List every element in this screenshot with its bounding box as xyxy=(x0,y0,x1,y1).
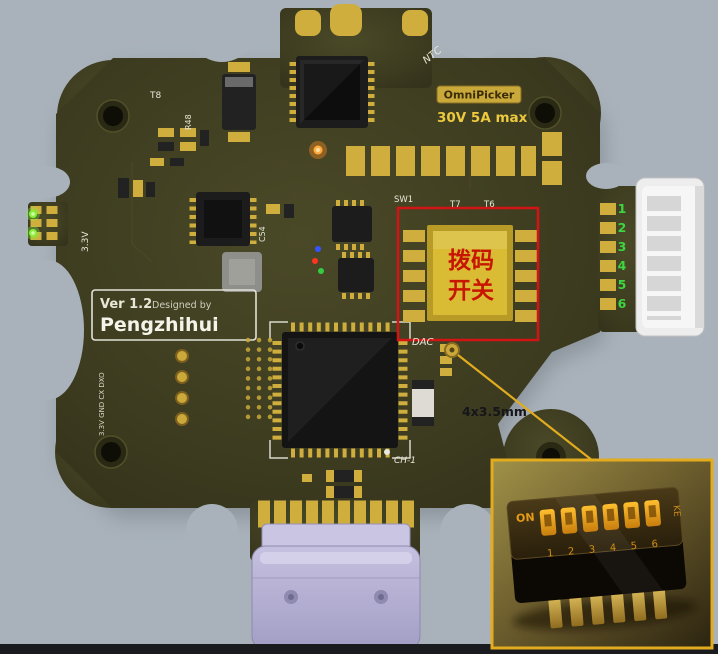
usbc-connector xyxy=(251,523,421,651)
mcu-chip xyxy=(269,321,411,459)
dip-pin-numbers: 1 2 3 4 5 6 xyxy=(547,539,659,560)
silkscreen-dot xyxy=(384,449,390,455)
main-ic xyxy=(289,56,375,128)
rail-3v3-label: 3.3V xyxy=(81,231,91,252)
qfn-small-1 xyxy=(332,200,372,250)
board-edge-notches xyxy=(12,0,626,560)
callout-line xyxy=(457,354,603,469)
dip-switch-cover: 拨码 开关 xyxy=(427,225,513,321)
dimension-note: 4x3.5mm xyxy=(462,404,527,419)
dip-number-6: 6 xyxy=(651,539,658,551)
designer-label: Pengzhihui xyxy=(100,314,219,336)
ref-r48: R48 xyxy=(184,114,193,130)
version-label: Ver 1.2 xyxy=(100,297,152,312)
ref-t8: T8 xyxy=(149,91,161,101)
dip-number-3: 3 xyxy=(588,544,595,556)
mcu-pin1-dot xyxy=(295,341,305,351)
dip-cover-text-1: 拨码 xyxy=(448,248,494,274)
rgb-leds xyxy=(312,246,324,274)
top-pads xyxy=(295,4,428,36)
ref-dac: DAC xyxy=(412,337,434,348)
pin-number-1: 1 xyxy=(618,201,627,216)
connector-pin-numbers: 1 2 3 4 5 6 xyxy=(618,201,627,311)
ref-t7: T7 xyxy=(449,200,461,210)
left-tab-leds xyxy=(26,207,40,240)
ref-c54: C54 xyxy=(258,226,267,242)
crystal-osc xyxy=(412,380,434,426)
ref-ch1: CH-1 xyxy=(394,456,416,466)
testpoints xyxy=(175,349,189,426)
pin-number-4: 4 xyxy=(618,258,627,273)
usbc-screw xyxy=(374,590,388,604)
omnipicker-badge: OmniPicker xyxy=(436,85,522,104)
dip-switch-footprint: 拨码 开关 xyxy=(396,206,540,342)
callout xyxy=(444,342,603,469)
bottom-strip xyxy=(0,644,718,654)
dip-number-4: 4 xyxy=(609,543,616,555)
crystal-cap xyxy=(222,62,256,142)
pin-number-5: 5 xyxy=(618,277,627,292)
dip-sliders xyxy=(539,499,661,536)
mounting-hole xyxy=(94,435,128,469)
badge-label: OmniPicker xyxy=(444,89,515,102)
dip-number-5: 5 xyxy=(630,541,637,553)
mounting-hole xyxy=(96,99,130,133)
passives-cluster xyxy=(118,128,562,376)
bottom-components xyxy=(302,449,390,498)
pin-number-2: 2 xyxy=(618,220,627,235)
dip-switch-photo: ON 1 2 3 4 5 6 KE xyxy=(506,486,697,630)
mounting-hole xyxy=(528,96,562,130)
pin-number-3: 3 xyxy=(618,239,627,254)
gray-module xyxy=(222,252,262,292)
dip-on-label: ON xyxy=(516,511,536,526)
power-rating-label: 30V 5A max xyxy=(437,110,528,126)
designed-by-label: Designed by xyxy=(152,300,212,311)
pin-number-6: 6 xyxy=(618,296,627,311)
left-tab xyxy=(26,206,58,244)
pad-rail-label: 3.3V GND CX DXO xyxy=(98,372,106,436)
dip-cover-text-2: 开关 xyxy=(448,277,494,304)
qfn-small-2 xyxy=(338,252,374,299)
silkscreen-box: Ver 1.2 Designed by Pengzhihui xyxy=(91,289,257,341)
jst-connector xyxy=(635,177,705,337)
status-led-orange xyxy=(309,141,327,159)
dip-highlight-box xyxy=(396,206,540,342)
ref-t6: T6 xyxy=(483,200,495,210)
usbc-screw xyxy=(284,590,298,604)
dip-side-label: KE xyxy=(671,505,682,518)
qfn-c54 xyxy=(189,192,257,246)
ref-sw1: SW1 xyxy=(394,195,413,205)
dip-number-2: 2 xyxy=(568,546,575,558)
inset-photo: ON 1 2 3 4 5 6 KE xyxy=(490,458,714,650)
dip-number-1: 1 xyxy=(547,548,554,560)
